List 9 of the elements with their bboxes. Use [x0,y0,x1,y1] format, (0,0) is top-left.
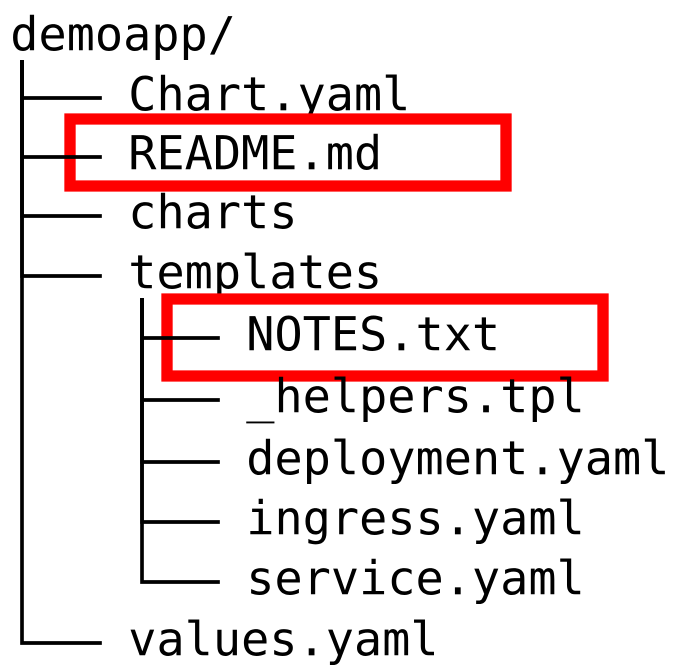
file-name: ingress.yaml [250,498,580,544]
tree-line [140,298,220,584]
file-name: demoapp/ [13,14,232,60]
tree-line [20,60,102,645]
file-name: service.yaml [251,558,580,604]
highlight-box: README.md [64,113,512,192]
file-name: deployment.yaml [249,438,665,484]
file-name: charts [132,192,293,229]
file-name: values.yaml [130,619,434,666]
